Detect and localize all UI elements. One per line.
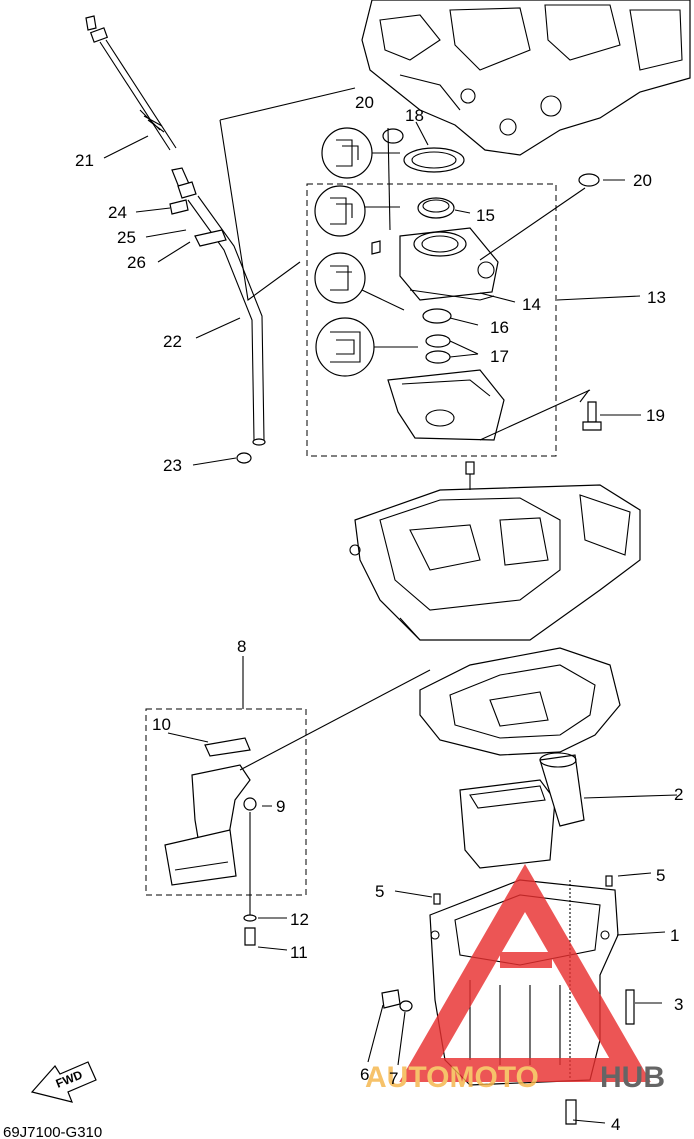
callout-14: 14 [522,295,541,314]
callout-22: 22 [163,332,182,351]
group-8-box [145,708,307,896]
callout-20-left: 20 [355,93,374,112]
exhaust-seal [459,752,678,869]
callout-26: 26 [127,253,146,272]
leader-lines-lower [367,872,666,1124]
oil-strainer [164,732,288,951]
upper-housing-parts [371,128,602,441]
automotohub-watermark: AUTOMOTO HUB [365,863,665,1094]
callout-15: 15 [476,206,495,225]
reference-line-strainer [239,669,431,771]
callout-4: 4 [611,1115,620,1134]
seal-detail-bubbles [314,127,418,377]
group-13-box [306,183,557,457]
callout-12: 12 [290,910,309,929]
callout-10: 10 [152,715,171,734]
callout-17: 17 [490,347,509,366]
callout-21: 21 [75,151,94,170]
callout-25: 25 [117,228,136,247]
callout-5-right: 5 [656,866,665,885]
leader-lines-left [103,135,241,466]
engine-block-top [361,0,691,156]
callout-13: 13 [647,288,666,307]
fwd-arrow-icon: FWD [30,1061,97,1103]
watermark-word-a: AUTOMOTO [365,1061,539,1094]
dipstick-assembly [85,15,266,464]
callout-labels: 1 2 3 4 5 5 6 7 8 9 10 11 12 13 14 15 16… [75,93,683,1134]
callout-6: 6 [360,1065,369,1084]
callout-9: 9 [276,797,285,816]
callout-23: 23 [163,456,182,475]
gasket [419,647,621,756]
reference-line-dipstick [219,87,356,301]
exhaust-guide-casting [349,461,641,641]
watermark-word-b: HUB [600,1061,665,1094]
leader-lines-upper [387,121,641,441]
callout-1: 1 [670,926,679,945]
diagram-code: 69J7100-G310 [3,1124,102,1139]
callout-11: 11 [290,943,308,962]
callout-19: 19 [646,406,665,425]
callout-3: 3 [674,995,683,1014]
callout-7: 7 [389,1069,398,1088]
callout-8: 8 [237,637,246,656]
callout-20-right: 20 [633,171,652,190]
callout-18: 18 [405,106,424,125]
callout-16: 16 [490,318,509,337]
callout-2: 2 [674,785,683,804]
callout-24: 24 [108,203,127,222]
callout-5-left: 5 [375,882,384,901]
